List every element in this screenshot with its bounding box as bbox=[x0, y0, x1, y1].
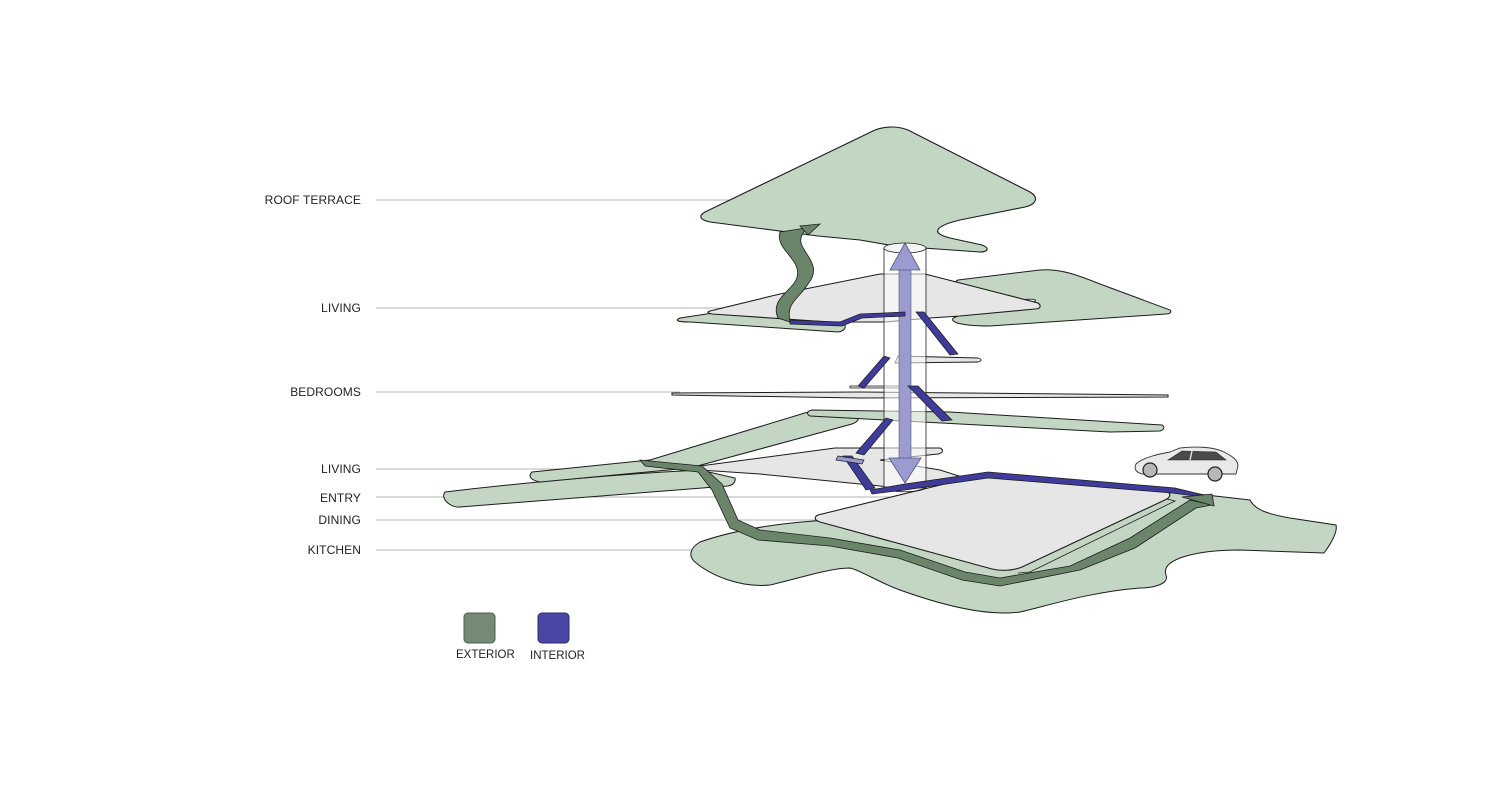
vertical-arrow-shaft bbox=[898, 267, 912, 461]
car-windows bbox=[1166, 450, 1227, 461]
upper-living-slab bbox=[707, 273, 1041, 323]
label-living-lower: LIVING bbox=[321, 462, 361, 476]
label-roof-terrace: ROOF TERRACE bbox=[264, 193, 361, 207]
label-bedrooms: BEDROOMS bbox=[290, 385, 361, 399]
lower-right-terrace bbox=[807, 409, 1165, 433]
exterior-path-arrowhead bbox=[1181, 493, 1215, 507]
legend-swatch-interior bbox=[537, 612, 570, 644]
vertical-arrow-down bbox=[888, 457, 922, 484]
legend-label-interior: INTERIOR bbox=[530, 650, 585, 662]
legend-label-exterior: EXTERIOR bbox=[456, 649, 515, 661]
exterior-ribbon-ramp bbox=[775, 227, 814, 323]
exterior-path-main bbox=[639, 459, 1213, 587]
label-living-upper: LIVING bbox=[321, 301, 361, 315]
vertical-core bbox=[883, 242, 927, 493]
car-wheel-rear bbox=[1207, 466, 1223, 482]
label-dining: DINING bbox=[318, 513, 361, 527]
ground-floor-slab bbox=[814, 473, 1171, 571]
car-wheel-front bbox=[1142, 462, 1158, 478]
label-kitchen: KITCHEN bbox=[307, 543, 361, 557]
label-entry: ENTRY bbox=[320, 491, 361, 505]
ground-floor-slab-edge bbox=[1017, 498, 1177, 574]
vertical-arrow-up bbox=[889, 242, 921, 271]
lower-left-terrace-far bbox=[443, 469, 736, 508]
exterior-ribbon-arrowhead bbox=[799, 223, 822, 236]
car bbox=[1134, 446, 1239, 482]
exterior-circulation-path bbox=[639, 223, 1215, 587]
roof-terrace-slab bbox=[700, 126, 1036, 253]
legend-swatch-exterior bbox=[463, 612, 496, 644]
interior-circulation-path bbox=[789, 311, 1202, 497]
